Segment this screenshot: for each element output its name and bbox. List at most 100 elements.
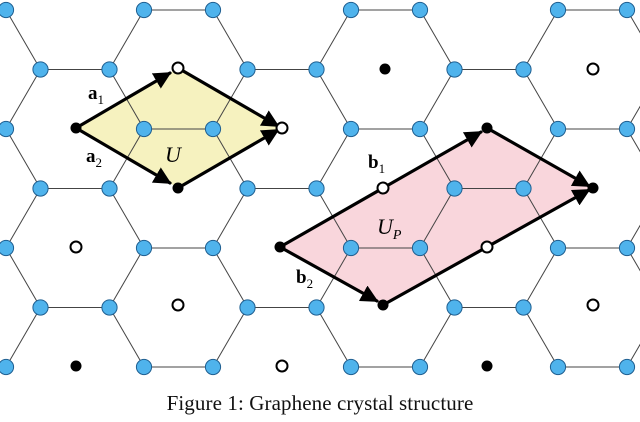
carbon-atom: [411, 1, 429, 19]
filled-site: [172, 182, 184, 194]
filled-site: [377, 299, 389, 311]
bond: [316, 188, 352, 249]
open-site: [586, 298, 600, 312]
carbon-atom: [446, 299, 463, 316]
bond: [212, 247, 248, 308]
carbon-atom: [135, 120, 153, 138]
bond: [5, 128, 41, 189]
bond: [626, 9, 640, 34]
bond: [109, 247, 145, 308]
arrow-a1: [74, 71, 172, 130]
bond: [316, 69, 352, 130]
bond: [316, 9, 352, 70]
carbon-atom: [342, 358, 360, 376]
carbon-atom: [515, 180, 532, 197]
carbon-atom: [308, 299, 325, 316]
carbon-atom: [0, 239, 15, 257]
carbon-atom: [446, 61, 463, 78]
bond: [419, 188, 455, 249]
open-site: [586, 62, 600, 76]
carbon-atom: [618, 358, 636, 376]
carbon-atom: [204, 1, 222, 19]
bond: [109, 9, 145, 70]
carbon-atom: [101, 299, 118, 316]
label-b1: b1: [368, 152, 385, 176]
carbon-atom: [411, 120, 429, 138]
bond: [523, 9, 559, 70]
carbon-atom: [618, 1, 636, 19]
bond: [212, 188, 248, 249]
cell-arrows: [74, 66, 591, 307]
edge-top-U: [176, 66, 280, 128]
bond: [5, 69, 41, 130]
bond: [316, 307, 352, 368]
carbon-atom: [549, 358, 567, 376]
bond: [212, 307, 248, 368]
open-site: [376, 181, 390, 195]
carbon-atom: [204, 358, 222, 376]
bond: [523, 69, 559, 130]
carbon-atom: [618, 239, 636, 257]
carbon-atom: [101, 61, 118, 78]
label-U: U: [165, 142, 183, 167]
carbon-atom: [308, 180, 325, 197]
bond: [419, 69, 455, 130]
open-site: [69, 240, 83, 254]
unit-cell-U: [76, 68, 282, 188]
carbon-atom: [549, 1, 567, 19]
carbon-atom: [204, 239, 222, 257]
carbon-atom: [0, 358, 15, 376]
lattice-atoms: [0, 1, 636, 376]
bond: [316, 128, 352, 189]
label-a1: a1: [88, 83, 104, 107]
open-site: [171, 61, 185, 75]
bond: [5, 307, 41, 368]
carbon-atom: [515, 61, 532, 78]
carbon-atom: [549, 239, 567, 257]
carbon-atom: [204, 120, 222, 138]
carbon-atom: [411, 239, 429, 257]
bond: [109, 307, 145, 368]
carbon-atom: [239, 61, 256, 78]
bond: [523, 307, 559, 368]
filled-site: [274, 241, 286, 253]
bond: [626, 128, 640, 153]
bond: [626, 105, 640, 130]
bond: [212, 9, 248, 70]
bond: [5, 247, 41, 308]
open-site: [480, 240, 494, 254]
label-UP: UP: [377, 214, 402, 243]
edge-bottom-U: [176, 128, 280, 190]
filled-site: [70, 360, 82, 372]
carbon-atom: [32, 61, 49, 78]
carbon-atom: [135, 358, 153, 376]
carbon-atom: [342, 239, 360, 257]
open-site: [275, 359, 289, 373]
lattice-bonds: [5, 9, 640, 368]
carbon-atom: [411, 358, 429, 376]
bond: [419, 9, 455, 70]
carbon-atom: [135, 239, 153, 257]
carbon-atom: [239, 299, 256, 316]
edge-right-UP: [485, 126, 591, 188]
arrow-b2: [278, 245, 379, 303]
carbon-atom: [101, 180, 118, 197]
filled-site: [587, 182, 599, 194]
carbon-atom: [135, 1, 153, 19]
label-a2: a2: [86, 146, 102, 170]
filled-site: [481, 122, 493, 134]
bond: [626, 224, 640, 249]
open-site: [275, 121, 289, 135]
carbon-atom: [446, 180, 463, 197]
bond: [626, 247, 640, 272]
bond: [419, 247, 455, 308]
carbon-atom: [0, 120, 15, 138]
carbon-atom: [32, 180, 49, 197]
bond: [109, 188, 145, 249]
filled-site: [70, 122, 82, 134]
bond: [626, 343, 640, 368]
carbon-atom: [0, 1, 15, 19]
filled-site: [481, 360, 493, 372]
carbon-atom: [342, 1, 360, 19]
